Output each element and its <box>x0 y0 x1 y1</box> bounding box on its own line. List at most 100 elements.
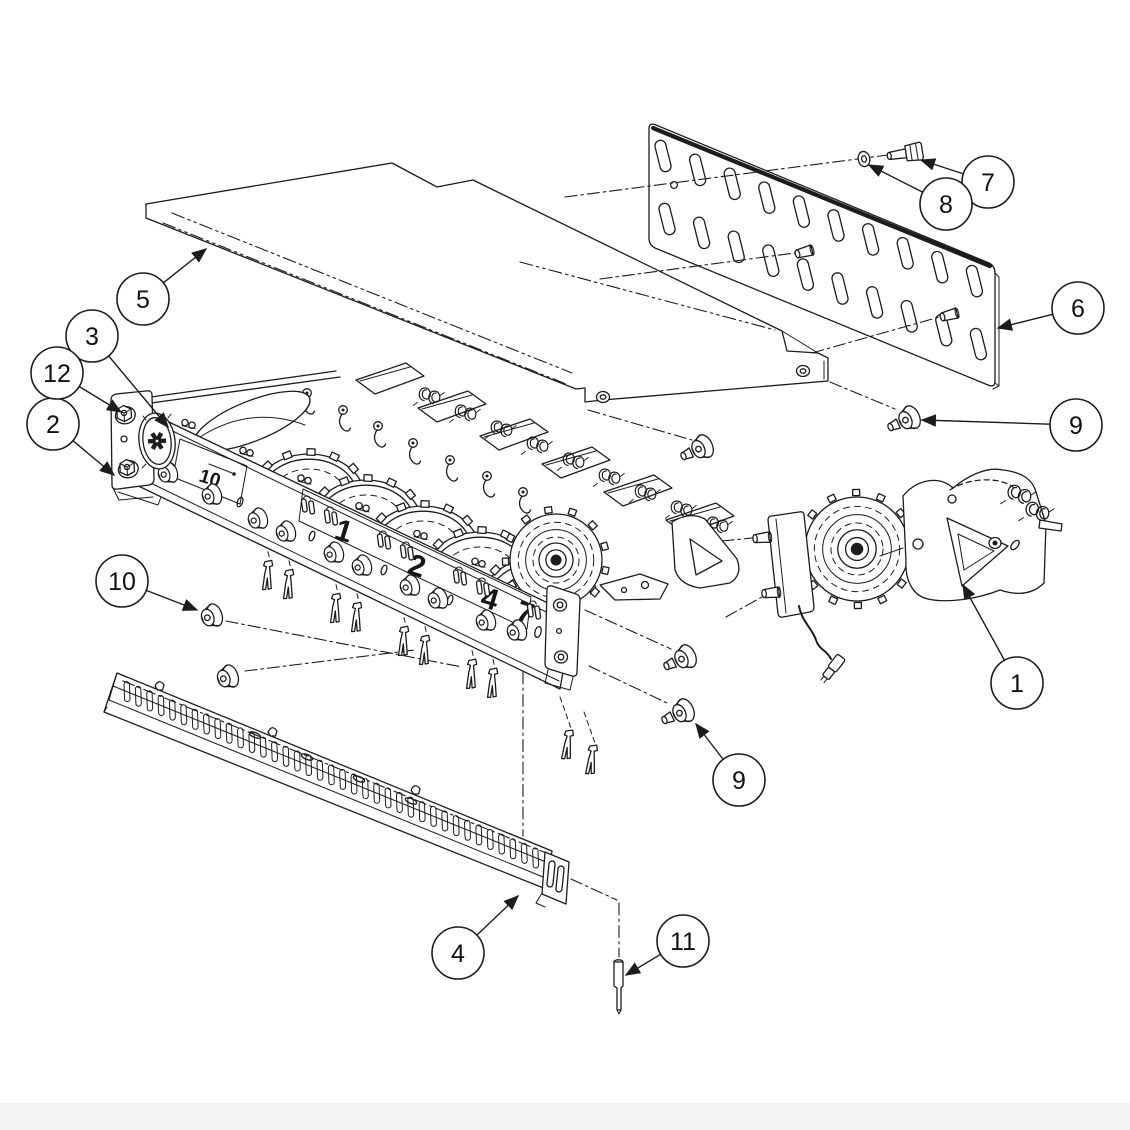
panel-bolt-hole <box>595 390 611 404</box>
hub-part3 <box>138 412 176 470</box>
disc-hub <box>844 536 870 562</box>
callout-number: 10 <box>108 568 136 596</box>
callout-number: 1 <box>1010 670 1024 698</box>
reel-hub-arc <box>388 520 458 538</box>
disc-tooth <box>828 595 839 606</box>
alignment-line <box>587 409 693 441</box>
reel-tooth <box>281 450 293 461</box>
callout-number: 9 <box>1069 412 1083 440</box>
callout-balloon <box>1049 398 1103 452</box>
reel-tooth <box>363 474 373 483</box>
comb-end-bracket <box>535 851 570 908</box>
disc-tooth <box>895 507 906 519</box>
tine-link <box>335 584 339 595</box>
callout-leader <box>476 895 520 936</box>
disc-center <box>550 554 562 566</box>
callout-balloon <box>990 656 1044 710</box>
slotted-mounting-plate-part6 <box>648 123 1000 390</box>
disc-ring <box>830 522 884 576</box>
reel-hub-arc <box>274 468 344 486</box>
disc-tooth <box>896 578 907 589</box>
comb-top-holes <box>248 731 418 805</box>
stencil-decal <box>172 438 248 505</box>
footer-band <box>0 1103 1130 1130</box>
reel-hub-arc <box>445 546 515 564</box>
disc-tooth <box>875 492 886 503</box>
callout-number: 6 <box>1071 295 1085 323</box>
callout-balloon <box>30 346 84 400</box>
reel-tooth <box>375 512 388 524</box>
tine-link <box>267 551 271 562</box>
callout-balloon <box>431 926 485 980</box>
disc-tooth <box>520 514 532 525</box>
tine-link <box>471 649 475 660</box>
disc-tooth <box>567 507 578 517</box>
tine-link <box>356 593 360 604</box>
alignment-line <box>564 154 889 198</box>
reel-tooth <box>385 477 398 488</box>
decal-pointer-dot <box>232 472 236 476</box>
end-reel-disc <box>501 505 610 615</box>
alignment-line <box>225 620 463 668</box>
callout-balloon <box>656 914 710 968</box>
disc-center-highlight <box>549 552 559 559</box>
callout-leader <box>78 385 123 413</box>
disc-tooth <box>877 594 888 605</box>
callout-number: 12 <box>43 360 71 388</box>
disc-tooth <box>826 493 837 504</box>
pivot-bracket <box>879 468 1063 602</box>
callout-balloon <box>116 272 170 326</box>
tine-link <box>424 626 428 637</box>
alignment-line <box>599 251 803 280</box>
callout-leader <box>919 158 964 175</box>
reel-tooth <box>306 448 316 457</box>
washer-part8 <box>857 150 871 168</box>
callout-leader <box>920 414 1051 427</box>
callout-leader <box>162 248 208 284</box>
disc-tooth <box>853 601 863 610</box>
reel-tooth <box>420 500 430 509</box>
disc-center-highlight <box>850 541 860 548</box>
callout-balloon <box>95 554 149 608</box>
reel-tooth <box>395 502 407 513</box>
disc-center <box>850 542 864 556</box>
panel-bolt-hole <box>795 364 811 378</box>
bolt-part7 <box>886 141 925 162</box>
reel-tooth <box>328 451 341 462</box>
callout-leader <box>962 583 1006 661</box>
cutterbar-front-face <box>117 411 574 690</box>
callout-number: 7 <box>981 169 995 197</box>
callout-number: 9 <box>732 767 746 795</box>
callout-number: 4 <box>451 940 465 968</box>
callout-leader <box>695 722 724 761</box>
disc-ring <box>822 514 892 584</box>
decal-pointer <box>208 463 233 474</box>
alignment-lines <box>225 154 951 958</box>
reel-tooth <box>477 526 487 535</box>
tine-link <box>559 696 572 729</box>
disc-tooth <box>501 557 510 566</box>
hanging-tines <box>260 551 600 776</box>
reel-tooth <box>489 564 502 576</box>
reel-tooth <box>452 528 464 539</box>
callout-number: 8 <box>939 191 953 219</box>
reel-tooth <box>404 488 417 501</box>
comb-bar-part4 <box>103 672 570 908</box>
callout-number: 5 <box>136 286 150 314</box>
tine-link <box>288 560 292 571</box>
disc-tooth <box>589 586 601 598</box>
tine-link <box>492 658 496 669</box>
callout-balloon <box>1051 281 1105 335</box>
sensor-cable <box>798 605 846 684</box>
disc-tooth <box>505 532 516 544</box>
reel-tooth <box>432 538 445 550</box>
rear-rail <box>150 370 341 404</box>
alignment-line <box>725 596 763 618</box>
right-bracket-cluster <box>599 515 740 601</box>
callout-leader <box>145 589 199 611</box>
callout-balloon <box>65 309 119 363</box>
